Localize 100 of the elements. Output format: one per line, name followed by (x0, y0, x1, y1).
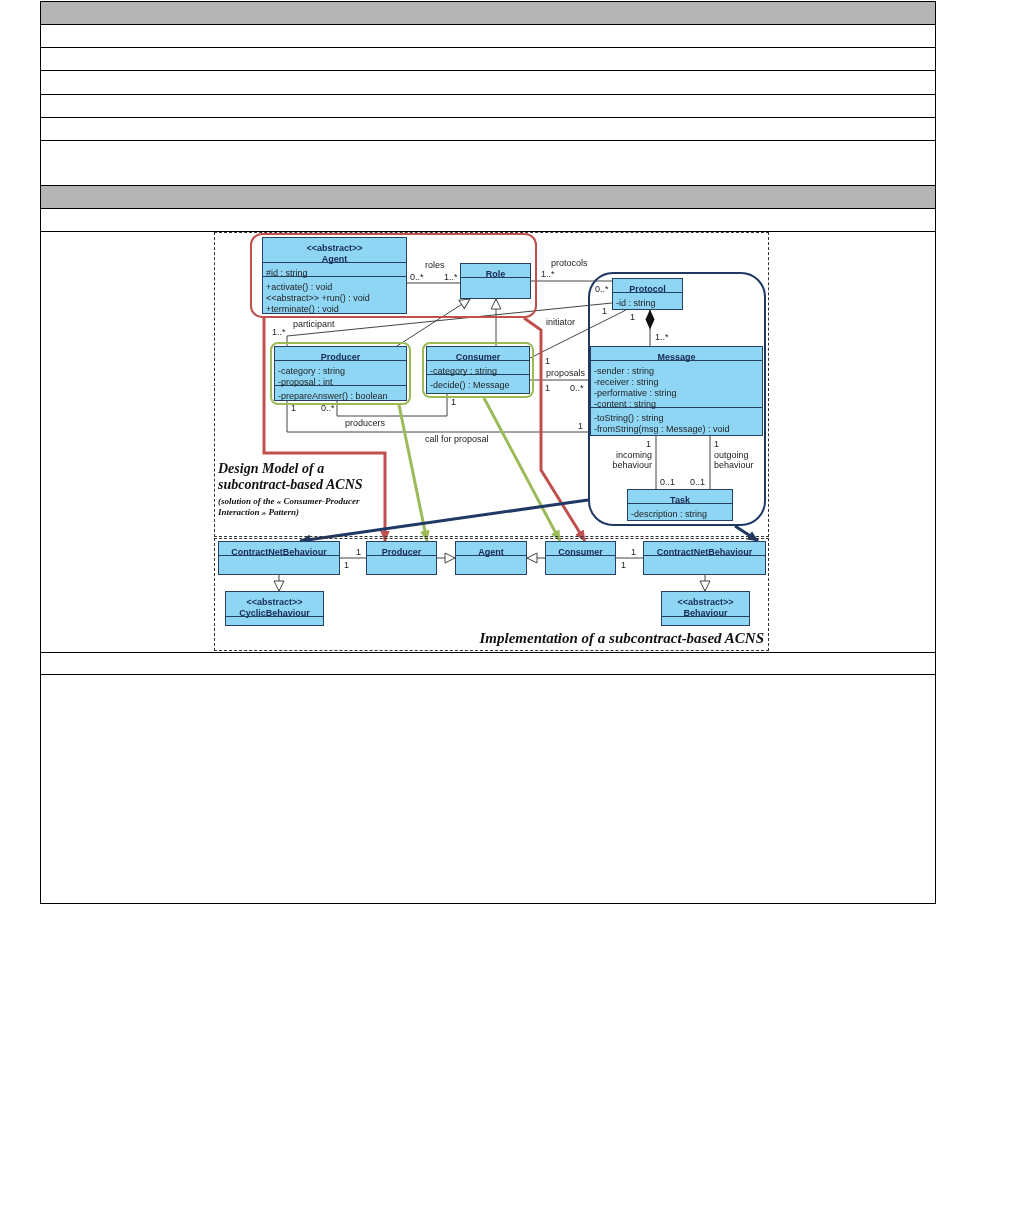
inheritance-arrow (699, 574, 711, 592)
class-name: Producer (320, 351, 361, 362)
class-name: Protocol (629, 283, 666, 294)
multiplicity-label: 1 (291, 403, 296, 413)
multiplicity-label: 1 (545, 383, 550, 393)
edge-label: roles (425, 260, 445, 270)
attribute-text: -id : string (616, 297, 656, 308)
multiplicity-label: 1..* (541, 269, 555, 279)
multiplicity-label: 0..1 (690, 477, 705, 487)
uml-class-box (590, 346, 763, 436)
multiplicity-label: 1 (344, 560, 349, 570)
design-model-frame (214, 232, 769, 537)
association-line (615, 557, 644, 559)
association-line (339, 557, 367, 559)
class-name: Behaviour (683, 607, 728, 618)
class-name: ContractNetBehaviour (231, 546, 327, 557)
association-line (336, 393, 448, 417)
multiplicity-label: 1 (630, 312, 635, 322)
attribute-text: -receiver : string (594, 376, 659, 387)
inheritance-arrow (526, 552, 546, 564)
attribute-text: -performative : string (594, 387, 677, 398)
stereotype-label: <<abstract>> (306, 242, 363, 253)
frame-title: Design Model of a subcontract-based ACNS (218, 461, 364, 493)
association-line (530, 280, 613, 282)
frame-title: Implementation of a subcontract-based ACNS (479, 630, 764, 647)
composition-line (645, 309, 655, 347)
uml-class-box (612, 278, 683, 310)
multiplicity-label: 1..* (655, 332, 669, 342)
attribute-text: -sender : string (594, 365, 655, 376)
uml-class-box (661, 591, 750, 626)
class-name: Task (670, 494, 690, 505)
uml-class-box (366, 541, 437, 575)
operation-text: -toString() : string (594, 412, 664, 423)
inheritance-arrow (490, 298, 502, 347)
multiplicity-label: 1 (451, 397, 456, 407)
uml-class-box (455, 541, 527, 575)
attribute-text: -category : string (278, 365, 346, 376)
class-name: Role (485, 268, 506, 279)
edge-label: proposals (546, 368, 586, 378)
multiplicity-label: 1 (578, 421, 583, 431)
operation-text: +terminate() : void (266, 303, 339, 314)
association-line (709, 435, 711, 490)
multiplicity-label: 1..* (444, 272, 458, 282)
uml-class-box (262, 237, 407, 314)
multiplicity-label: 1 (356, 547, 361, 557)
multiplicity-label: 0..* (595, 284, 609, 294)
multiplicity-label: 0..* (410, 272, 424, 282)
class-name: CyclicBehaviour (239, 607, 310, 618)
multiplicity-label: 1 (621, 560, 626, 570)
frame-subtitle: (solution of the « Consumer-Producer Interaction » Pattern) (218, 496, 361, 518)
uml-class-box (225, 591, 324, 626)
mapping-arrow (523, 316, 587, 542)
multiplicity-label: 1 (545, 356, 550, 366)
uml-class-box (460, 263, 531, 299)
multiplicity-label: 1 (631, 547, 636, 557)
mapping-arrow (262, 318, 390, 542)
class-name: Consumer (455, 351, 501, 362)
association-line (655, 435, 657, 490)
implementation-frame (214, 538, 769, 651)
class-name: ContractNetBehaviour (656, 546, 753, 557)
mapping-arrow (482, 397, 562, 542)
highlight-frame (250, 233, 537, 318)
multiplicity-label: 0..1 (660, 477, 675, 487)
attribute-text: -description : string (631, 508, 708, 519)
inheritance-arrow (436, 552, 456, 564)
association-line (406, 282, 461, 284)
attribute-text: -proposal : int (278, 376, 333, 387)
class-name: Message (657, 351, 696, 362)
multiplicity-label: 1..* (272, 327, 286, 337)
edge-label: participant (293, 319, 335, 329)
association-line (529, 379, 591, 381)
edge-label: producers (345, 418, 386, 428)
operation-text: -decide() : Message (430, 379, 510, 390)
edge-label: protocols (551, 258, 588, 268)
association-line (286, 302, 613, 347)
multiplicity-label: 0..* (321, 403, 335, 413)
class-name: Agent (321, 253, 348, 264)
highlight-frame (588, 272, 766, 526)
operation-text: -fromString(msg : Message) : void (594, 423, 730, 434)
association-line (286, 400, 591, 433)
multiplicity-label: 1 (646, 439, 651, 449)
stereotype-label: <<abstract>> (246, 596, 303, 607)
operation-text: -prepareAnswer() : boolean (278, 390, 388, 401)
uml-class-box (545, 541, 616, 575)
attribute-text: -content : string (594, 398, 657, 409)
edge-label: initiator (546, 317, 575, 327)
attribute-text: #id : string (266, 267, 308, 278)
class-name: Agent (478, 546, 504, 557)
stereotype-label: <<abstract>> (677, 596, 734, 607)
mapping-arrow (397, 404, 430, 542)
operation-text: +activate() : void (266, 281, 333, 292)
inheritance-arrow (396, 298, 471, 347)
attribute-text: -category : string (430, 365, 498, 376)
association-line (529, 309, 627, 359)
class-name: Consumer (558, 546, 603, 557)
inheritance-arrow (273, 574, 285, 592)
multiplicity-label: 1 (602, 306, 607, 316)
uml-class-box (643, 541, 766, 575)
class-name: Producer (381, 546, 422, 557)
multiplicity-label: 1 (714, 439, 719, 449)
